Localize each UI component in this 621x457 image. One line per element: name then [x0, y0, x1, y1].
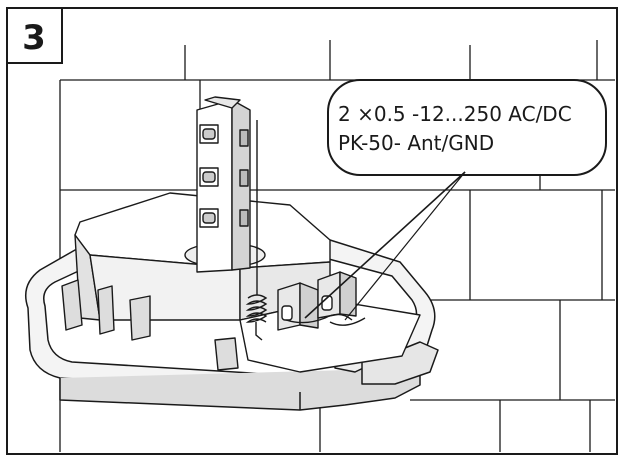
antenna-spring: [245, 120, 268, 341]
antenna-tower: [184, 96, 266, 273]
step-number-box: 3: [6, 7, 63, 64]
callout-leader-line: [304, 171, 466, 319]
step-number: 3: [22, 18, 46, 58]
device-body: [61, 192, 421, 373]
callout-line-1: 2 ×0.5 -12...250 AC/DC: [338, 102, 572, 126]
callout-bubble: 2 ×0.5 -12...250 AC/DC PK-50- Ant/GND: [304, 79, 607, 321]
callout-line-2: PK-50- Ant/GND: [338, 131, 494, 155]
